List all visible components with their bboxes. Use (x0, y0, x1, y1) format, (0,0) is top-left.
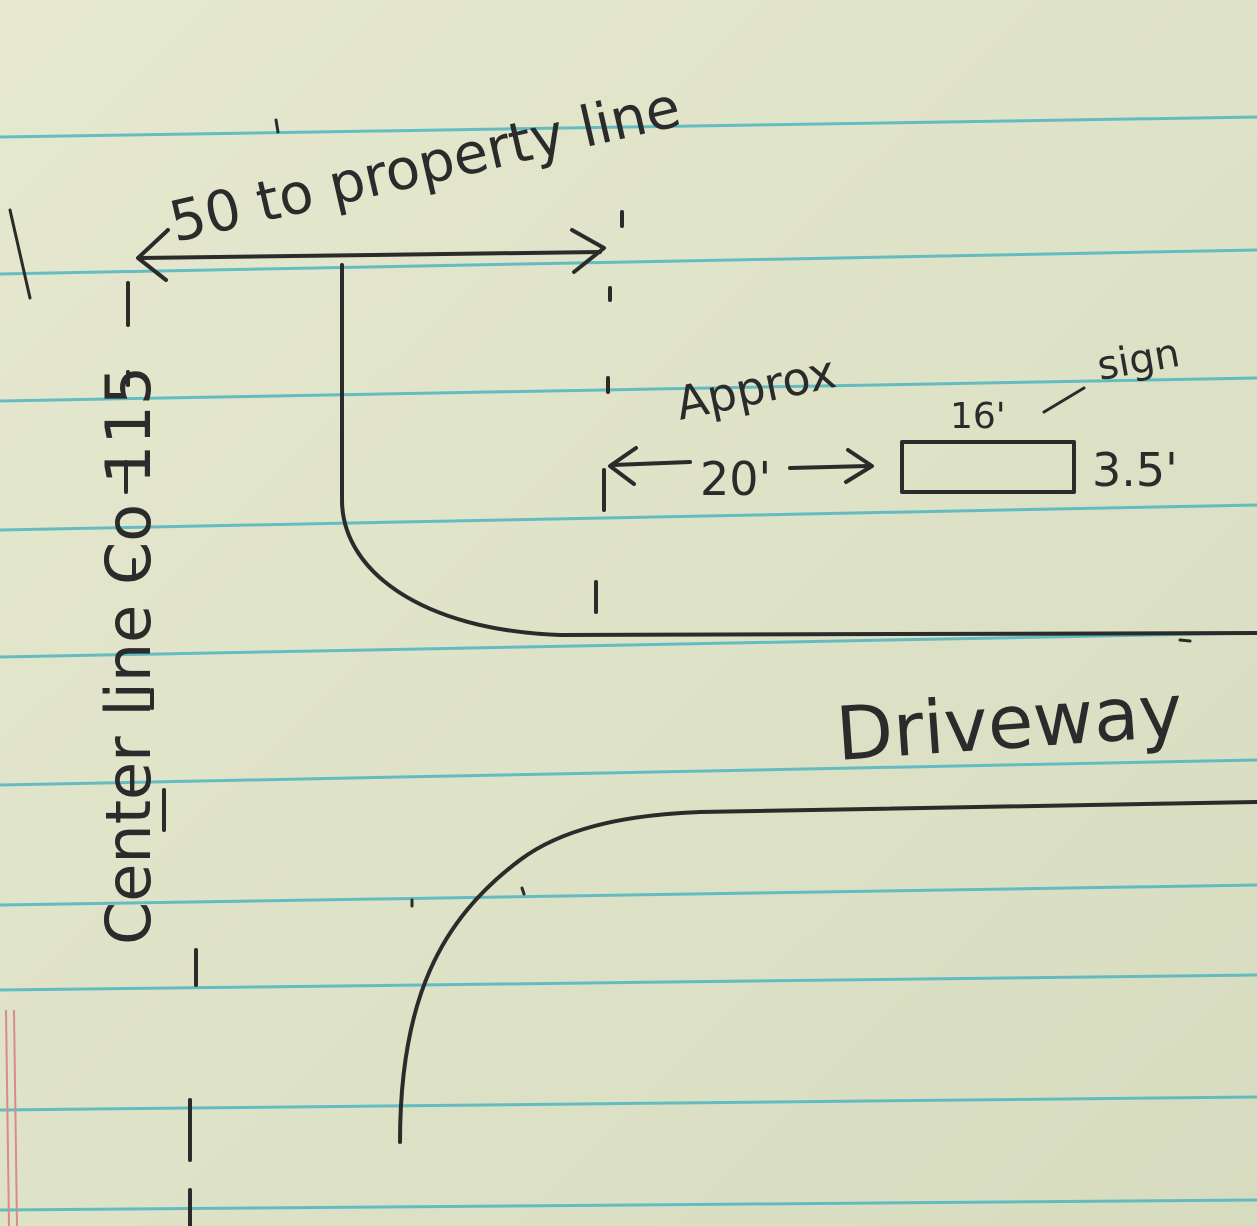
driveway-upper-edge (340, 263, 1257, 637)
edge-mark (8, 208, 32, 300)
center-line-dashes (124, 281, 198, 1226)
rule-line (0, 248, 1257, 276)
arrow-head-right (570, 228, 606, 274)
stray-mark (274, 118, 280, 134)
stray-marks (274, 118, 1192, 908)
setback-shaft-left (610, 460, 692, 467)
property-line-dashes (594, 210, 624, 614)
margin-line (5, 1009, 10, 1226)
setback-head-right (844, 448, 874, 484)
stray-mark (1178, 638, 1192, 643)
setback-shaft-right (788, 464, 870, 470)
stray-mark (520, 886, 526, 896)
sign-width-label: 16' (950, 396, 1006, 437)
center-line-label: Center line Co 115 (92, 366, 165, 945)
setback-label: 20' (700, 452, 771, 506)
sign-rectangle (900, 440, 1076, 494)
rule-line (0, 115, 1257, 139)
rule-line (0, 883, 1257, 907)
rule-line (0, 1198, 1257, 1212)
rule-line (0, 631, 1257, 659)
rule-line (0, 376, 1257, 403)
driveway-lower-edge (398, 800, 1257, 1144)
arrow-head-left (136, 228, 170, 282)
setback-head-left (608, 446, 638, 486)
rule-line (0, 503, 1257, 532)
property-line-arrow (136, 228, 606, 282)
sign-height-label: 3.5' (1092, 443, 1178, 497)
driveway-edges (340, 263, 1257, 1144)
rule-line (0, 1095, 1257, 1112)
ruled-lines (0, 115, 1257, 1212)
rule-line (0, 758, 1257, 787)
arrow-shaft (138, 250, 602, 260)
margin-lines (5, 1009, 18, 1226)
setback-arrow (608, 446, 874, 486)
sign-leader-line (1042, 386, 1086, 414)
margin-line (13, 1009, 18, 1226)
rule-line (0, 973, 1257, 992)
